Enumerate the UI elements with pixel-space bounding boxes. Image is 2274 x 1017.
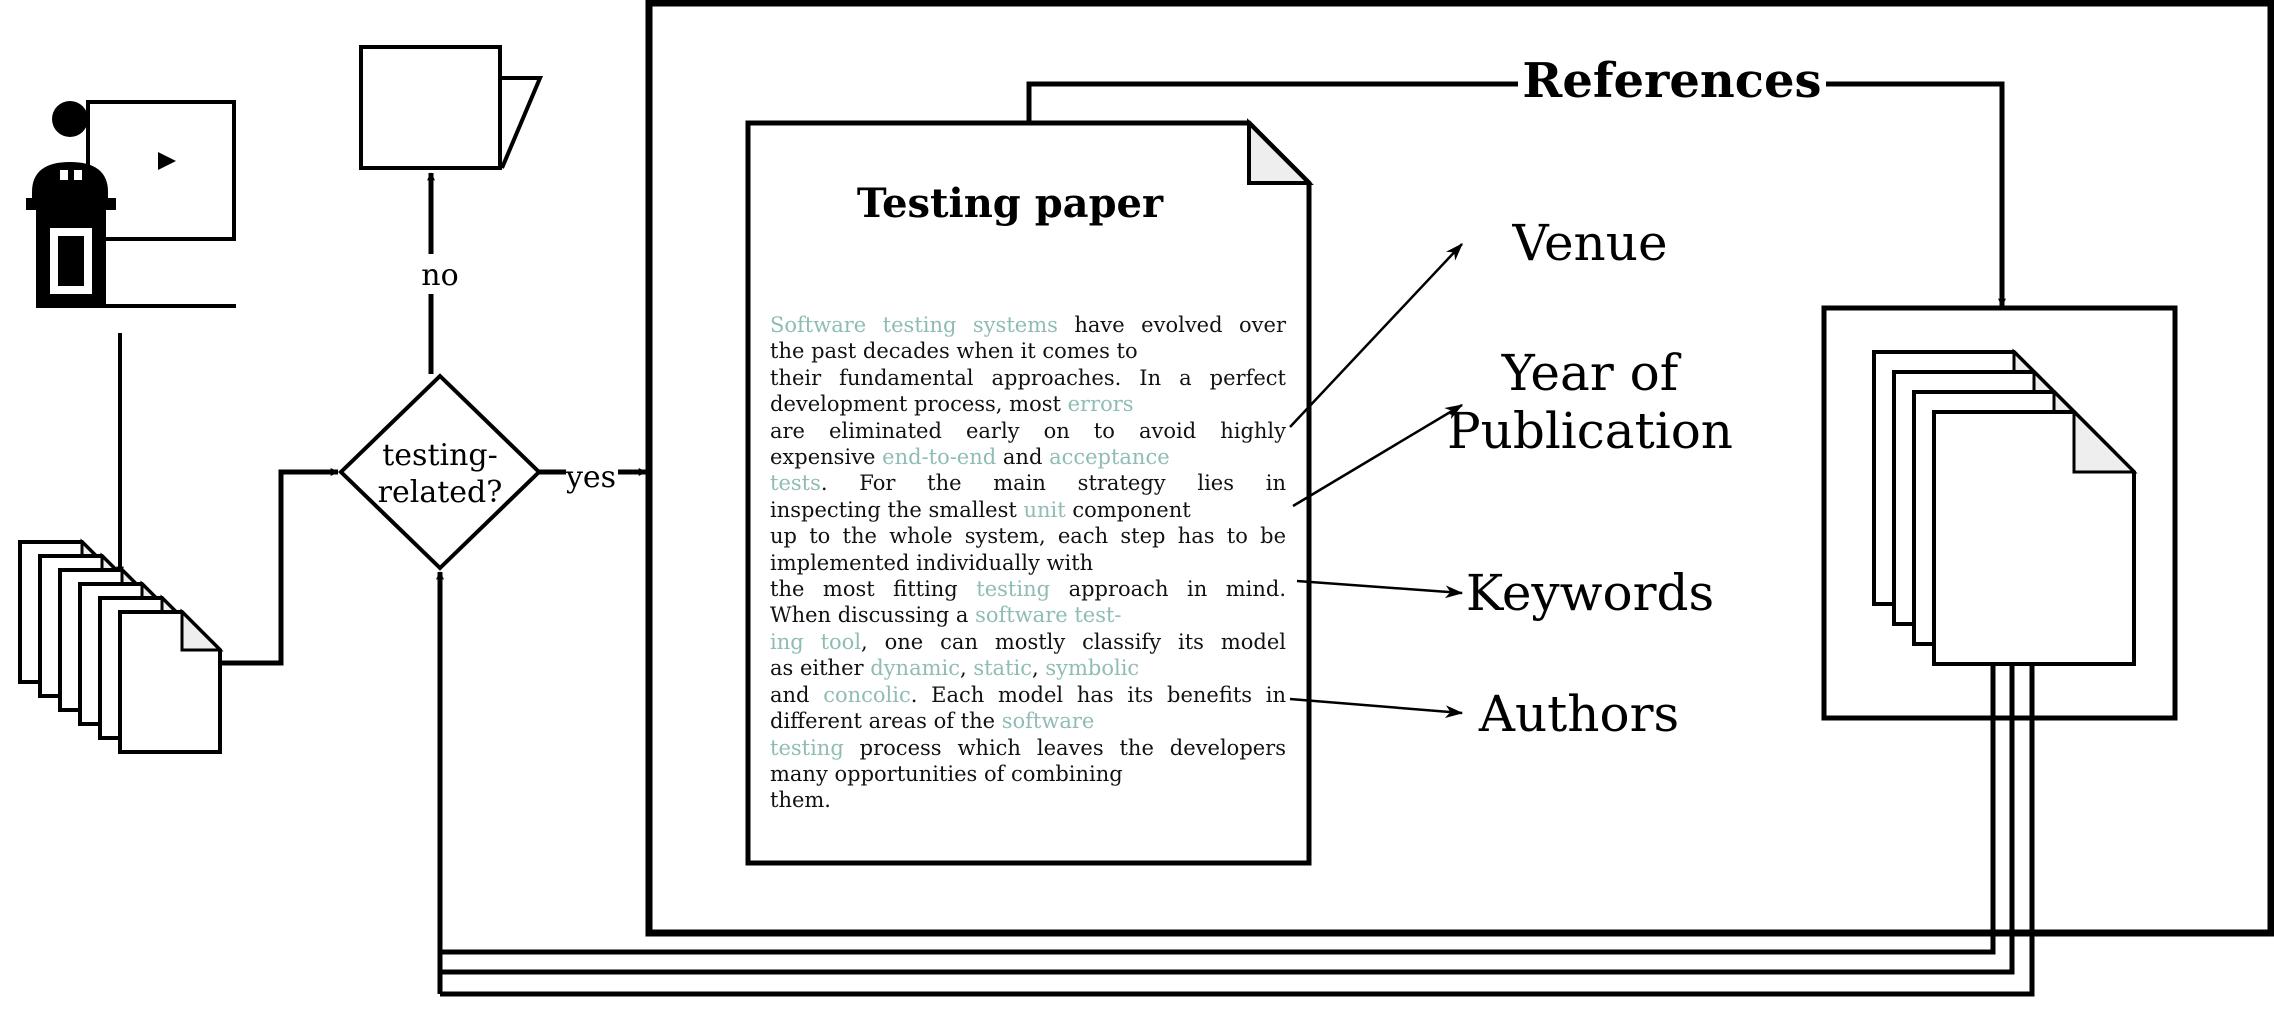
paper-text-run: . For the main strategy lies in	[820, 471, 1286, 496]
paper-text-run: up to the whole system, each step has to…	[770, 524, 1286, 549]
highlighted-term: unit	[1023, 497, 1066, 522]
paper-text-line: ing tool, one can mostly classify its mo…	[770, 629, 1286, 655]
highlighted-term: software	[1001, 709, 1095, 734]
document-stack-icon	[18, 538, 224, 754]
keywords-arrow	[1296, 579, 1464, 599]
paper-text-line: and concolic. Each model has its benefit…	[770, 682, 1286, 708]
highlighted-term: symbolic	[1045, 656, 1140, 681]
references-label-bg	[1518, 52, 1826, 110]
paper-text-run: and	[996, 445, 1050, 470]
yes-label-bg	[566, 456, 618, 490]
decision-diamond: testing- related?	[338, 373, 542, 571]
paper-text-run: approach in mind.	[1050, 577, 1287, 602]
document-stack-icon	[1872, 348, 2138, 666]
paper-text-run: are eliminated early on to avoid highly	[770, 418, 1286, 443]
page-fold	[2072, 408, 2138, 474]
highlighted-term: Software testing systems	[770, 313, 1058, 337]
paper-text-line: tests. For the main strategy lies in	[770, 470, 1286, 496]
references-label: References	[1522, 53, 1821, 109]
paper-text-run: When discussing a	[770, 603, 976, 628]
highlighted-term: static	[973, 656, 1032, 681]
year-label-line2: Publication	[1447, 402, 1733, 460]
paper-text-run: many opportunities of combining	[770, 761, 1123, 786]
paper-text-line: different areas of the software	[770, 708, 1286, 734]
paper-body-text: Software testing systems have evolved ov…	[770, 312, 1286, 814]
paper-text-line: the most fitting testing approach in min…	[770, 576, 1286, 602]
highlighted-term: testing	[976, 577, 1051, 602]
paper-text-run: ,	[1032, 656, 1046, 681]
paper-text-run: different areas of the	[770, 709, 1002, 734]
decision-label-line1: testing-	[382, 438, 498, 473]
testing-paper-document: Testing paper	[745, 118, 1314, 866]
no-label-bg	[410, 254, 452, 294]
no-branch-label: no	[421, 258, 458, 293]
paper-text-line: development process, most errors	[770, 391, 1286, 417]
feedback-loop-lines	[436, 571, 2035, 997]
presenter-at-podium-icon	[26, 100, 236, 308]
highlighted-term: end-to-end	[882, 445, 997, 470]
paper-title: Testing paper	[857, 180, 1164, 227]
yes-branch-label: yes	[565, 460, 616, 495]
highlighted-term: acceptance	[1049, 445, 1170, 470]
paper-text-run: . Each model has its benefits in	[910, 682, 1286, 707]
highlighted-term: testing	[770, 735, 844, 760]
paper-text-run: as either	[770, 656, 871, 681]
highlighted-term: tests	[770, 471, 821, 496]
year-label-line1: Year of	[1501, 344, 1682, 402]
paper-text-line: many opportunities of combining	[770, 761, 1286, 787]
paper-text-line: When discussing a software test-	[770, 602, 1286, 628]
extraction-frame	[645, 0, 2274, 937]
paper-text-line: up to the whole system, each step has to…	[770, 523, 1286, 549]
paper-text-run: development process, most	[770, 392, 1068, 417]
paper-text-run: inspecting the smallest	[770, 497, 1024, 522]
paper-text-line: their fundamental approaches. In a perfe…	[770, 365, 1286, 391]
keywords-label: Keywords	[1466, 564, 1714, 622]
paper-text-line: them.	[770, 787, 1286, 813]
highlighted-term: ing tool	[770, 629, 862, 654]
paper-text-line: the past decades when it comes to	[770, 338, 1286, 364]
decision-label-line2: related?	[378, 475, 503, 510]
paper-text-line: Software testing systems have evolved ov…	[770, 312, 1286, 338]
open-box-icon	[359, 45, 544, 170]
venue-label: Venue	[1511, 214, 1667, 272]
stack-to-decision-arrow	[222, 468, 339, 666]
year-arrow	[1292, 403, 1464, 508]
paper-text-run: implemented individually with	[770, 550, 1094, 575]
paper-text-run: and	[770, 682, 824, 707]
paper-text-line: testing process which leaves the develop…	[770, 735, 1286, 761]
paper-text-line: are eliminated early on to avoid highly	[770, 418, 1286, 444]
highlighted-term: concolic	[823, 682, 911, 707]
paper-text-line: implemented individually with	[770, 550, 1286, 576]
authors-label: Authors	[1478, 685, 1679, 743]
paper-text-run: expensive	[770, 445, 883, 470]
paper-text-run: the most fitting	[770, 577, 977, 602]
paper-text-run: have evolved over	[1057, 313, 1286, 337]
paper-text-run: , one can mostly classify its model	[861, 629, 1286, 654]
paper-text-run: process which leaves the developers	[843, 735, 1286, 760]
paper-text-line: inspecting the smallest unit component	[770, 497, 1286, 523]
reference-page	[1932, 410, 2136, 666]
paper-text-run: ,	[959, 656, 974, 681]
paper-text-run: their fundamental approaches. In a perfe…	[770, 365, 1286, 390]
highlighted-term: dynamic	[870, 656, 960, 681]
highlighted-term: software test-	[975, 603, 1122, 628]
paper-text-run: them.	[770, 788, 831, 813]
venue-arrow	[1289, 243, 1463, 428]
highlighted-term: errors	[1067, 392, 1134, 417]
paper-text-run: component	[1065, 497, 1191, 522]
paper-text-line: as either dynamic, static, symbolic	[770, 655, 1286, 681]
page-fold	[180, 608, 224, 652]
references-arrow	[1026, 81, 2006, 307]
paper-text-run: the past decades when it comes to	[770, 339, 1138, 364]
paper-text-line: expensive end-to-end and acceptance	[770, 444, 1286, 470]
authors-arrow	[1289, 697, 1464, 719]
